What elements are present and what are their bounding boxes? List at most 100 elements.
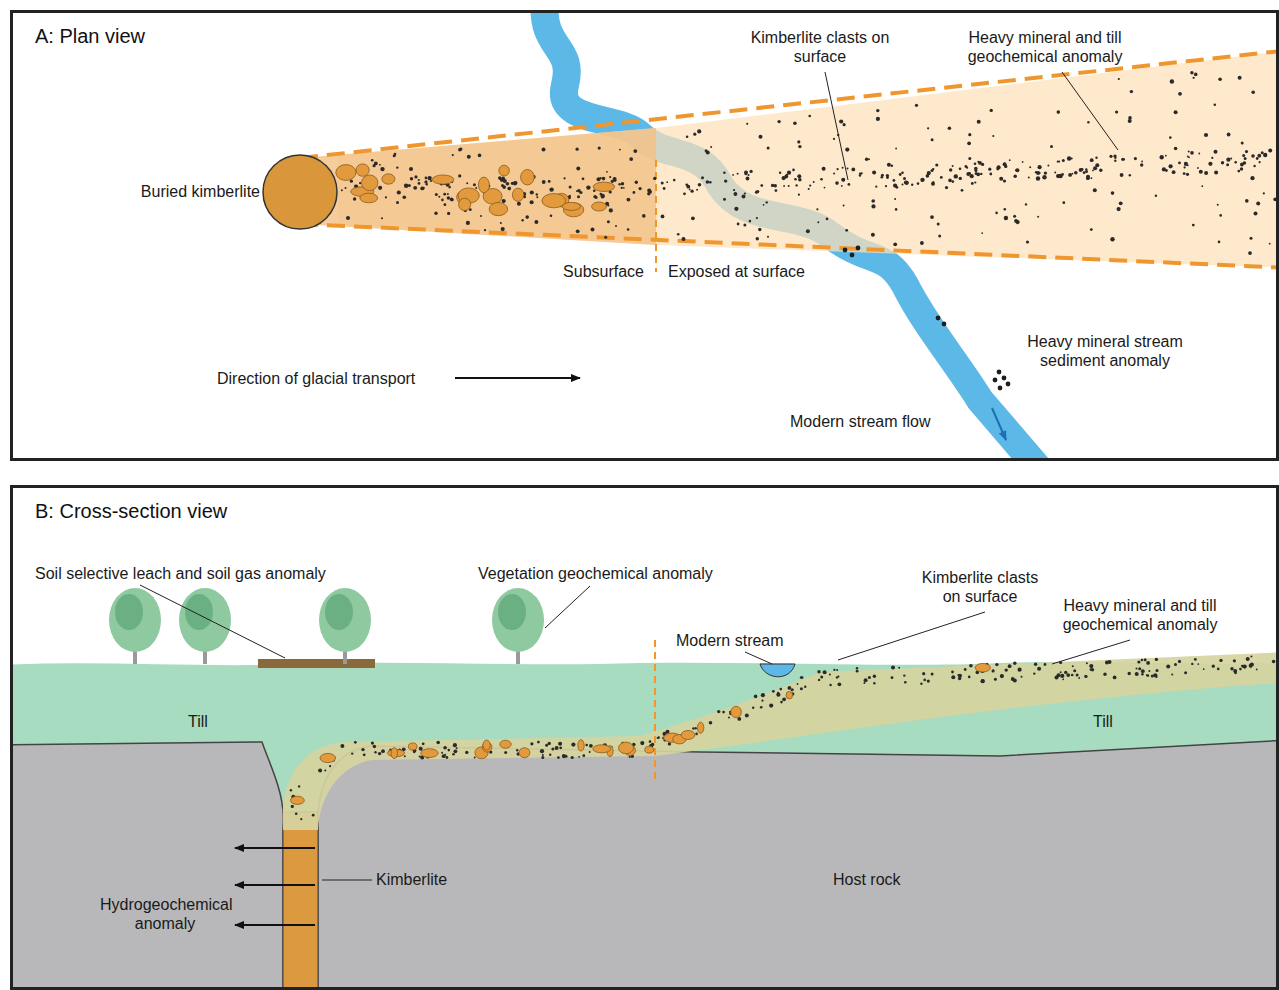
mineral-dot: [737, 223, 740, 226]
clast-dot: [1153, 673, 1157, 677]
clast-dot: [1108, 660, 1112, 664]
mineral-dot: [1042, 175, 1046, 179]
clast-dot: [1037, 667, 1041, 671]
mineral-dot: [627, 228, 630, 231]
mineral-dot: [475, 187, 477, 189]
mineral-dot: [977, 120, 981, 124]
mineral-dot: [891, 164, 894, 167]
clast-dot: [1230, 667, 1233, 670]
mineral-dot: [843, 204, 845, 206]
mineral-dot: [418, 182, 421, 185]
clast-dot: [1256, 669, 1258, 671]
mineral-dot: [990, 109, 993, 112]
mineral-dot: [677, 233, 680, 236]
clast-dot: [1086, 662, 1088, 664]
panel-frame: A: Plan view: [10, 10, 1279, 461]
clast-dot: [541, 756, 544, 759]
mineral-dot: [536, 193, 538, 195]
mineral-dot: [393, 154, 396, 157]
mineral-dot: [1061, 173, 1064, 176]
clast-dot: [898, 667, 900, 669]
mineral-dot: [763, 204, 765, 206]
mineral-dot: [621, 187, 623, 189]
clast: [499, 165, 510, 176]
clast-dot: [1062, 678, 1064, 680]
mineral-dot: [949, 168, 952, 171]
mineral-dot: [1190, 151, 1194, 155]
mineral-dot: [756, 217, 758, 219]
mineral-dot: [1261, 151, 1264, 154]
clast-dot: [1246, 657, 1250, 661]
mineral-dot: [1214, 150, 1218, 154]
clast-dot: [837, 675, 839, 677]
mineral-dot: [911, 184, 913, 186]
clast-dot: [640, 741, 644, 745]
mineral-dot: [988, 168, 991, 171]
mineral-dot: [506, 182, 510, 186]
clast-dot: [312, 814, 315, 817]
mineral-dot: [414, 175, 417, 178]
mineral-dot: [1178, 162, 1181, 165]
mineral-dot: [1047, 165, 1049, 167]
clast: [478, 177, 489, 193]
mineral-dot: [1204, 171, 1208, 175]
mineral-dot: [1015, 168, 1019, 172]
clast-dot: [957, 674, 959, 676]
mineral-dot: [744, 170, 748, 174]
clast: [592, 202, 607, 211]
mineral-dot: [1111, 191, 1115, 195]
stream-dot: [856, 246, 861, 251]
clast-dot: [516, 749, 518, 751]
annotation-label: Kimberlite clasts on surface: [915, 568, 1045, 606]
clast-dot: [454, 749, 458, 753]
mineral-dot: [447, 193, 449, 195]
clast-dot: [968, 676, 971, 679]
mineral-dot: [959, 167, 962, 170]
mineral-dot: [931, 138, 934, 141]
mineral-dot: [508, 187, 511, 190]
mineral-dot: [501, 227, 505, 231]
mineral-dot: [1254, 212, 1258, 216]
mineral-dot: [817, 221, 819, 223]
mineral-dot: [926, 174, 930, 178]
mineral-dot: [1074, 171, 1078, 175]
hydro-arrow: [235, 924, 315, 926]
mineral-dot: [1256, 157, 1259, 160]
mineral-dot: [1025, 203, 1027, 205]
mineral-dot: [951, 180, 954, 183]
mineral-dot: [705, 149, 708, 152]
mineral-dot: [903, 177, 906, 180]
mineral-dot: [971, 182, 974, 185]
mineral-dot: [861, 172, 863, 174]
mineral-dot: [1256, 202, 1260, 206]
clast: [459, 198, 471, 210]
annotation-label: Hydrogeochemical anomaly: [100, 895, 230, 933]
mineral-dot: [444, 203, 447, 206]
mineral-dot: [871, 233, 875, 237]
mineral-dot: [848, 183, 851, 186]
mineral-dot: [346, 216, 350, 220]
mineral-dots: [336, 71, 1277, 390]
mineral-dot: [609, 208, 613, 212]
kimberlite-pipe: [283, 812, 318, 988]
mineral-dot: [1036, 171, 1040, 175]
mineral-dot: [771, 184, 774, 187]
mineral-dot: [1057, 161, 1059, 163]
mineral-dot: [686, 136, 689, 139]
clast-dot: [856, 670, 859, 673]
mineral-dot: [968, 133, 971, 136]
mineral-dot: [737, 173, 739, 175]
mineral-dot: [851, 168, 855, 172]
mineral-dot: [732, 174, 734, 176]
clast-dot: [1141, 673, 1144, 676]
clast-dot: [1272, 660, 1276, 664]
mineral-dot: [591, 227, 595, 231]
clast-dot: [864, 678, 868, 682]
mineral-dot: [1178, 92, 1182, 96]
mineral-dot: [1095, 157, 1097, 159]
clast-dot: [782, 697, 786, 701]
mineral-dot: [959, 177, 962, 180]
clast-dot: [964, 668, 967, 671]
mineral-dot: [745, 173, 748, 176]
clast: [320, 753, 336, 762]
